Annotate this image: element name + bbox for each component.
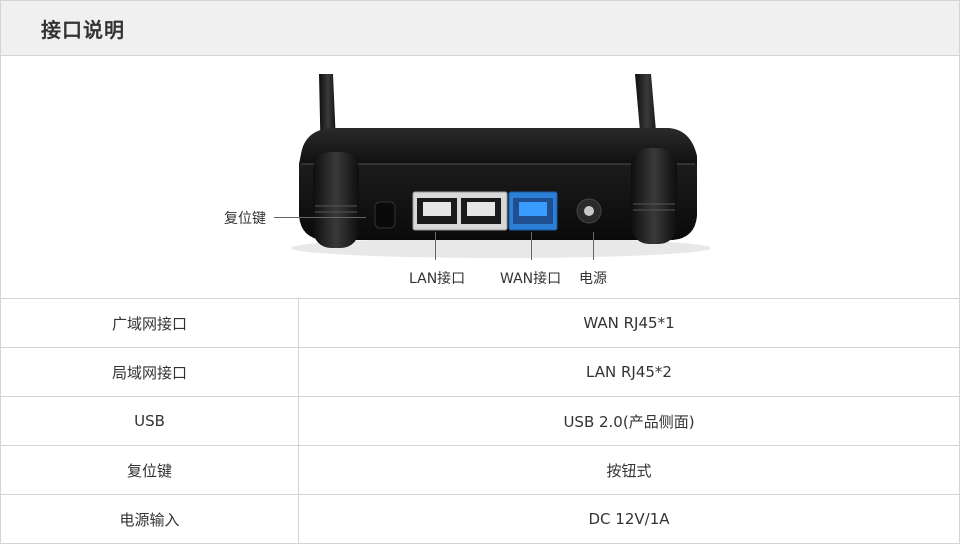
table-row: USB USB 2.0(产品侧面) <box>1 396 959 446</box>
spec-label: 复位键 <box>1 445 299 495</box>
lan-port-2-pins <box>467 202 495 216</box>
floor-shadow <box>291 238 711 258</box>
section-title: 接口说明 <box>41 17 125 42</box>
table-row: 电源输入 DC 12V/1A <box>1 494 959 543</box>
table-row: 复位键 按钮式 <box>1 445 959 495</box>
spec-label: 广域网接口 <box>1 299 299 348</box>
reset-button-graphic <box>374 201 396 229</box>
leader-line-lan <box>435 232 436 260</box>
lan-port-1-pins <box>423 202 451 216</box>
spec-value: DC 12V/1A <box>588 510 670 528</box>
table-row: 局域网接口 LAN RJ45*2 <box>1 347 959 397</box>
spec-label: 局域网接口 <box>1 347 299 397</box>
callout-wan: WAN接口 <box>500 271 562 287</box>
leader-line-power <box>593 232 594 260</box>
spec-label: USB <box>1 396 299 446</box>
leader-line-reset <box>274 217 366 218</box>
spec-value: LAN RJ45*2 <box>298 347 959 397</box>
spec-value: 按钮式 <box>298 445 959 495</box>
spec-label: 电源输入 <box>1 494 299 543</box>
leader-line-wan <box>531 232 532 260</box>
section-header: 接口说明 <box>1 1 959 56</box>
wan-port-pins <box>519 202 547 216</box>
router-illustration <box>291 74 711 258</box>
spec-value: WAN RJ45*1 <box>298 299 959 348</box>
callout-lan: LAN接口 <box>409 271 466 287</box>
router-rear-panel-figure: 复位键 LAN接口 WAN接口 电源 <box>1 56 959 299</box>
router-top <box>299 128 697 164</box>
spec-table: 广域网接口 WAN RJ45*1 局域网接口 LAN RJ45*2 USB US… <box>1 299 959 543</box>
callout-power: 电源 <box>579 271 607 287</box>
power-jack-pin <box>584 206 594 216</box>
table-row: 广域网接口 WAN RJ45*1 <box>1 299 959 348</box>
spec-value: USB 2.0(产品侧面) <box>298 396 959 446</box>
right-antenna-base <box>631 148 677 244</box>
callout-reset: 复位键 <box>224 211 266 227</box>
left-antenna-base <box>313 152 359 248</box>
